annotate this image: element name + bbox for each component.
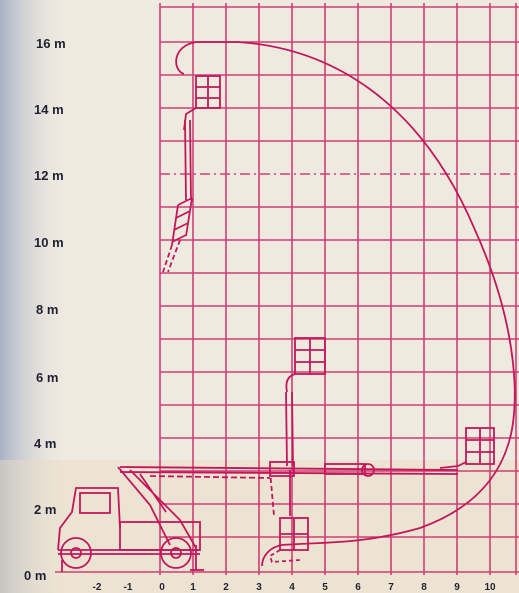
- basket-dashed-path: [268, 549, 301, 563]
- left-shadow-strip: [0, 0, 70, 593]
- truck-window: [79, 492, 111, 514]
- vertical-boom-section: [285, 391, 288, 467]
- truck-bed: [119, 521, 201, 551]
- y-axis-label: 4 m: [34, 436, 56, 451]
- x-axis-labels: -2 -1 0 1 2 3 4 5 6 7 8 9 10: [93, 582, 496, 593]
- x-axis-label: 3: [256, 582, 262, 593]
- measurement-grid: [55, 3, 519, 575]
- x-axis-label: 0: [159, 582, 165, 593]
- horizontal-boom-lower: [119, 471, 459, 475]
- y-axis-label: 10 m: [34, 235, 64, 250]
- boom-joint: [269, 461, 295, 477]
- y-axis-label: 0 m: [24, 568, 46, 583]
- basket-link: [439, 461, 467, 469]
- boom-dashed-base: [167, 239, 181, 273]
- x-axis-label: 9: [454, 582, 460, 593]
- x-axis-label: 5: [322, 582, 328, 593]
- x-axis-label: 1: [190, 582, 196, 593]
- x-axis-label: 10: [484, 582, 496, 593]
- x-axis-label: 2: [223, 582, 229, 593]
- y-axis-labels: 16 m 14 m 12 m 10 m 8 m 6 m 4 m 2 m 0 m: [24, 36, 66, 583]
- y-axis-label: 12 m: [34, 168, 64, 183]
- horizontal-boom-dashed: [149, 475, 271, 479]
- y-axis-label: 6 m: [36, 370, 58, 385]
- boom-lifting-arms: [117, 466, 197, 549]
- vertical-boom-section: [291, 391, 294, 467]
- boom-position-vertical: [162, 119, 193, 273]
- front-wheel-hub: [70, 547, 82, 559]
- x-axis-label: 8: [421, 582, 427, 593]
- boom-lower-section: [185, 197, 193, 237]
- boom-lower-section: [171, 204, 179, 246]
- platform-position-top: [183, 75, 221, 131]
- y-axis-label: 16 m: [36, 36, 66, 51]
- platform-position-middle: [285, 337, 326, 467]
- x-axis-label: -2: [93, 582, 102, 593]
- boom-scissor-links: [171, 197, 193, 243]
- y-axis-label: 2 m: [34, 502, 56, 517]
- front-wheel: [60, 537, 92, 569]
- rear-wheel-hub: [170, 547, 182, 559]
- platform-position-low: [268, 469, 309, 563]
- x-axis-label: 6: [355, 582, 361, 593]
- working-envelope-curve: [175, 41, 516, 567]
- boom-upper-section: [184, 119, 187, 201]
- boom-upper-section: [189, 119, 192, 201]
- truck-cab: [57, 487, 121, 551]
- x-axis-label: 7: [388, 582, 394, 593]
- platform-position-outreach: [439, 427, 495, 469]
- y-axis-label: 8 m: [36, 302, 58, 317]
- x-axis-label: 4: [289, 582, 295, 593]
- rear-wheel: [160, 537, 192, 569]
- boom-dashed-base: [162, 244, 173, 273]
- x-axis-label: -1: [124, 582, 133, 593]
- y-axis-label: 14 m: [34, 102, 64, 117]
- boom-position-horizontal: [117, 461, 459, 549]
- boom-telescope-section: [324, 463, 366, 475]
- horizontal-boom-upper: [119, 466, 459, 471]
- truck-illustration: [57, 487, 204, 572]
- basket-link: [285, 373, 296, 393]
- boom-pivot: [361, 463, 375, 477]
